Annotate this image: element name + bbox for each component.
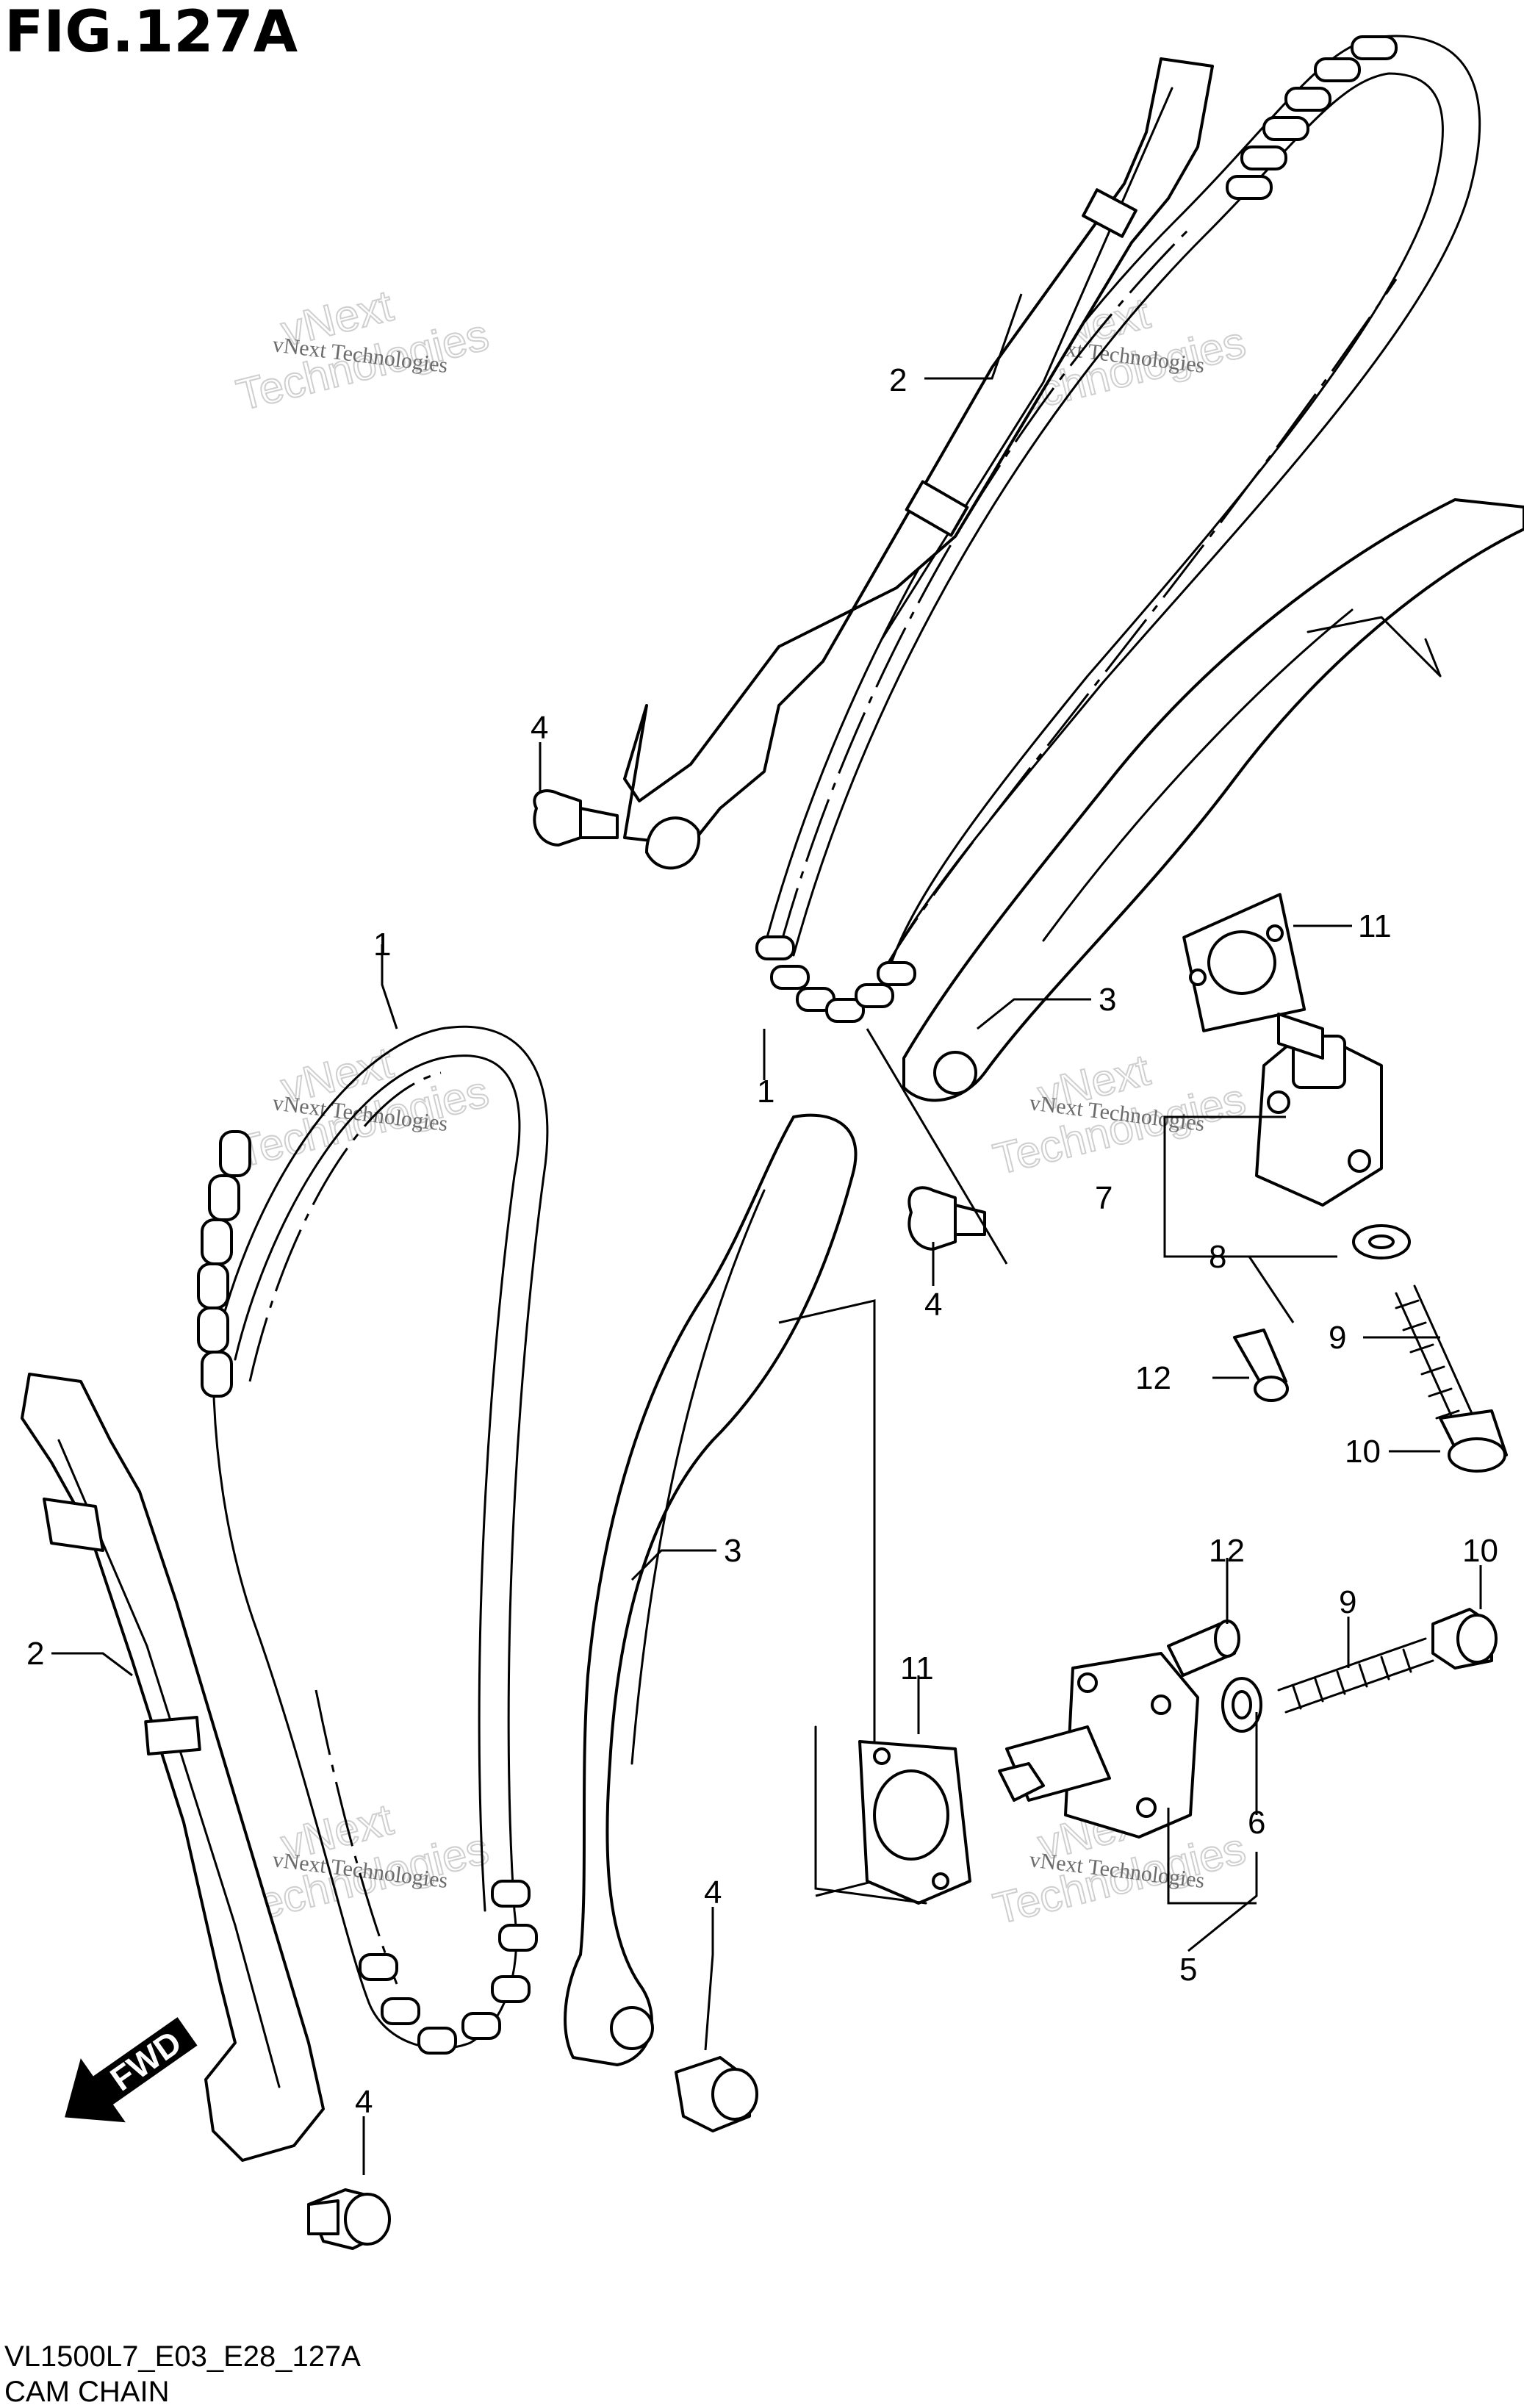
tensioner-body-lower [998, 1652, 1262, 1839]
chain-links-lower-left [197, 1130, 251, 1398]
callout-10-lower: 10 [1462, 1533, 1498, 1569]
callout-2-upper: 2 [889, 362, 907, 398]
chain-guide-upper [623, 57, 1214, 870]
figure-title: FIG.127A [4, 0, 298, 65]
cap-10-upper [1439, 1409, 1508, 1473]
chain-links-lower-bottom [359, 1880, 538, 2055]
callout-4-lower-center: 4 [704, 1875, 722, 1911]
callout-7: 7 [1095, 1180, 1113, 1216]
bolt-4-upper-left [533, 789, 619, 847]
bolt-12-lower [1167, 1620, 1240, 1677]
tensioner-body-upper [1255, 1013, 1411, 1259]
spring-9-lower [1277, 1637, 1434, 1714]
callout-9-upper: 9 [1329, 1320, 1346, 1356]
chain-tensioner-arm-lower [564, 1113, 876, 2066]
callout-2-lower: 2 [26, 1636, 44, 1672]
callout-3-lower: 3 [724, 1533, 741, 1569]
callout-1-lower: 1 [373, 927, 391, 963]
figure-caption: CAM CHAIN [4, 2376, 169, 2408]
cap-10-lower [1431, 1608, 1498, 1670]
chain-guide-lower [21, 1373, 325, 2162]
callout-4-upper-right: 4 [924, 1287, 942, 1323]
callout-4-upper-left: 4 [531, 710, 548, 746]
watermark: vNext Technologies [231, 1037, 494, 1177]
bolt-4-lower-center [675, 2056, 758, 2132]
callout-11-upper: 11 [1358, 908, 1392, 944]
chain-tensioner-arm-upper [902, 498, 1524, 1102]
callout-12-upper: 12 [1135, 1360, 1171, 1396]
watermark: vNext Technologies [231, 280, 494, 420]
callout-11-lower: 11 [900, 1650, 934, 1686]
callout-3-upper: 3 [1099, 982, 1116, 1018]
callout-9-lower: 9 [1339, 1584, 1356, 1620]
callout-5: 5 [1179, 1952, 1197, 1988]
bolt-4-upper-right [866, 1028, 1008, 1265]
cam-chain-upper [755, 35, 1481, 1023]
callout-12-lower: 12 [1209, 1533, 1245, 1569]
chain-links-upper-top [1226, 35, 1398, 200]
callout-6: 6 [1248, 1805, 1265, 1841]
gasket-11-upper [1182, 893, 1352, 1032]
callout-10-upper: 10 [1345, 1434, 1381, 1470]
bolt-4-lower-left [307, 2188, 391, 2250]
callouts: 1 1 2 2 3 3 4 4 4 4 5 6 7 8 9 9 10 10 11… [26, 362, 1498, 2120]
leader-lines [51, 293, 1482, 2175]
cam-chain-lower [197, 1025, 549, 2055]
bolt-12-upper [1233, 1329, 1289, 1402]
gasket-11-lower [814, 1725, 971, 1905]
callout-8: 8 [1209, 1239, 1226, 1275]
callout-1-upper: 1 [757, 1074, 774, 1110]
callout-4-lower-left: 4 [355, 2084, 373, 2120]
figure-code: VL1500L7_E03_E28_127A [4, 2340, 361, 2373]
chain-links-upper-bottom [755, 935, 916, 1023]
fwd-arrow-icon: FWD [65, 2017, 198, 2123]
